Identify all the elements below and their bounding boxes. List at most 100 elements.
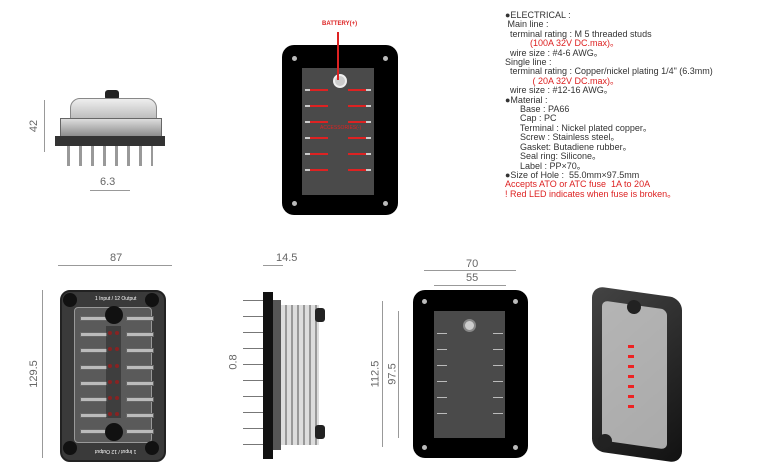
spec-line: Cap : PC [505, 113, 557, 124]
terminal-arrow [348, 121, 366, 123]
terminal-arrow [348, 153, 366, 155]
terminal-stub [366, 105, 371, 107]
back-terminal [493, 349, 503, 350]
spec-line: Label : PP×70。 [505, 160, 586, 171]
back-stud [463, 319, 476, 332]
knob [105, 90, 119, 100]
terminal-arrow [348, 105, 366, 107]
dim-height-front: 129.5 [27, 360, 40, 388]
spec-line: Main line : [505, 19, 549, 30]
back-terminal [493, 381, 503, 382]
fuse-slot [126, 316, 154, 321]
perspective-leds [628, 345, 634, 415]
fuse-slot [80, 316, 108, 321]
spec-line: Terminal : Nickel plated copper。 [505, 122, 652, 133]
fuse-slot [80, 380, 108, 386]
mount-hole [63, 293, 77, 307]
front-knob-top [105, 306, 123, 324]
mount-hole [145, 441, 159, 455]
fuse-slot [126, 364, 154, 370]
spec-line: terminal rating : Copper/nickel plating … [505, 66, 713, 77]
fuse-slot [126, 380, 154, 386]
dim-hole-outer-h: 112.5 [369, 360, 382, 388]
dim-hole-inner-w: 55 [466, 272, 479, 284]
specifications: ●ELECTRICAL : Main line : terminal ratin… [505, 10, 713, 199]
battery-arrow [337, 32, 339, 80]
spec-line: Screw : Stainless steel。 [505, 132, 620, 143]
battery-label: BATTERY(+) [322, 21, 358, 27]
knob-bottom [315, 425, 325, 439]
terminal-stub [305, 169, 310, 171]
perspective-knob-bottom [598, 434, 612, 448]
fuse-slot [80, 397, 108, 402]
terminal-stub [305, 89, 310, 91]
side-body [273, 300, 281, 450]
back-terminal [437, 349, 447, 350]
fuse-slot [126, 397, 154, 402]
spec-line: Gasket: Butadiene rubber。 [505, 141, 632, 152]
back-terminal [493, 365, 503, 366]
fuse-slot [80, 348, 108, 354]
spec-line: wire size : #4-6 AWG。 [505, 47, 603, 58]
spec-line: ! Red LED indicates when fuse is broken。 [505, 188, 677, 199]
terminals [67, 146, 153, 166]
dim-hole-inner-h: 97.5 [386, 363, 399, 385]
knob-top [315, 308, 325, 322]
terminal-stub [366, 153, 371, 155]
side-cover [281, 305, 319, 445]
terminal-arrow [310, 153, 328, 155]
back-terminal [437, 333, 447, 334]
led-strip [106, 326, 121, 418]
terminal-stub [305, 137, 310, 139]
dim-width-front: 87 [110, 252, 123, 264]
spec-line: Seal ring: Silicone。 [505, 151, 602, 162]
back-terminal [493, 413, 503, 414]
terminal-stub [366, 137, 371, 139]
spec-line: ●Material : [505, 94, 548, 105]
terminal-arrow [348, 89, 366, 91]
fuse-slot [80, 332, 108, 338]
front-label-bottom: 1 Input / 12 Output [95, 448, 137, 454]
spec-line: Accepts ATO or ATC fuse 1A to 20A [505, 179, 651, 190]
back-terminal [493, 333, 503, 334]
mount-hole [63, 441, 77, 455]
cover [70, 98, 157, 120]
spec-line: ●Size of Hole : 55.0mm×97.5mm [505, 169, 640, 180]
fuse-slot [126, 429, 154, 434]
spec-line: (100A 32V DC.max)。 [505, 38, 620, 49]
side-view-top [55, 90, 165, 180]
back-terminal [437, 413, 447, 414]
side-terminals [243, 300, 263, 450]
terminal-stub [305, 121, 310, 123]
terminal-stub [366, 121, 371, 123]
back-inner-plate [434, 311, 505, 438]
front-knob-bottom [105, 423, 123, 441]
terminal-arrow [348, 169, 366, 171]
terminal-stub [305, 153, 310, 155]
back-terminal [437, 397, 447, 398]
dim-depth: 14.5 [276, 252, 298, 264]
side-view-bottom [263, 292, 273, 459]
terminal-arrow [310, 105, 328, 107]
mount-hole [145, 293, 159, 307]
terminal-arrow [310, 137, 328, 139]
fuse-slot [80, 364, 108, 370]
perspective-knob-top [627, 300, 641, 314]
fuse-slot [126, 332, 154, 338]
accessories-label: ACCESSORIES(-) [320, 125, 362, 131]
base [55, 136, 165, 146]
fuse-slot [126, 348, 154, 354]
fuse-slot [126, 413, 154, 419]
spec-line: Base : PA66 [505, 104, 570, 115]
terminal-arrow [348, 137, 366, 139]
back-terminal [437, 365, 447, 366]
terminal-stub [305, 105, 310, 107]
dim-hole-outer-w: 70 [466, 258, 479, 270]
spec-line: wire size : #12-16 AWG。 [505, 85, 613, 96]
spec-line: terminal rating : M 5 threaded studs [505, 28, 652, 39]
dim-small: 0.8 [227, 354, 240, 370]
spec-line: Single line : [505, 57, 552, 68]
spec-line: ( 20A 32V DC.max)。 [505, 75, 620, 86]
back-terminal [493, 397, 503, 398]
